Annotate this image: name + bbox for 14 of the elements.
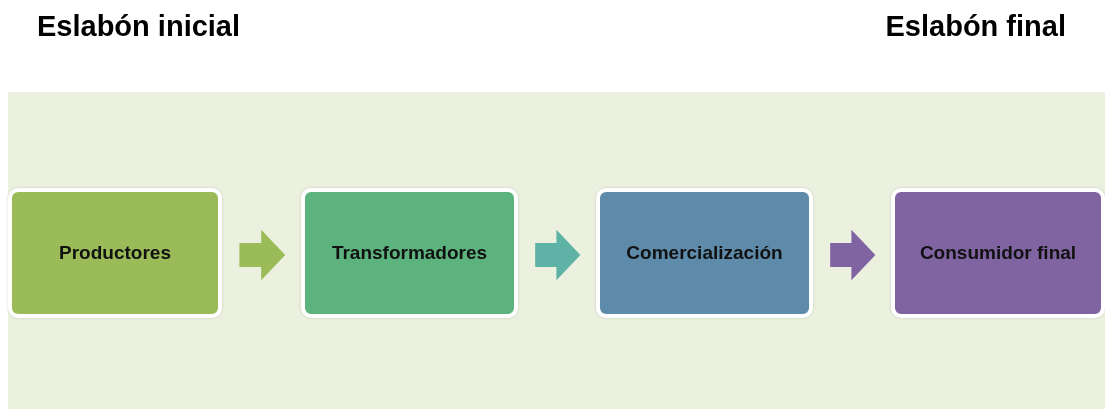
box-label: Productores xyxy=(59,242,171,264)
process-box xyxy=(596,188,813,318)
heading: Eslabón inicial xyxy=(37,10,241,43)
block-arrow xyxy=(239,229,286,281)
box-label: Consumidor final xyxy=(919,242,1077,264)
box-label: Comercialización xyxy=(626,242,783,264)
process-box xyxy=(8,188,222,318)
box-label: Transformadores xyxy=(331,242,488,264)
block-arrow xyxy=(830,229,876,281)
heading: Eslabón final xyxy=(885,10,1066,43)
process-box xyxy=(891,188,1105,318)
process-box xyxy=(301,188,518,318)
background-band xyxy=(8,92,1105,409)
block-arrow xyxy=(535,229,581,281)
